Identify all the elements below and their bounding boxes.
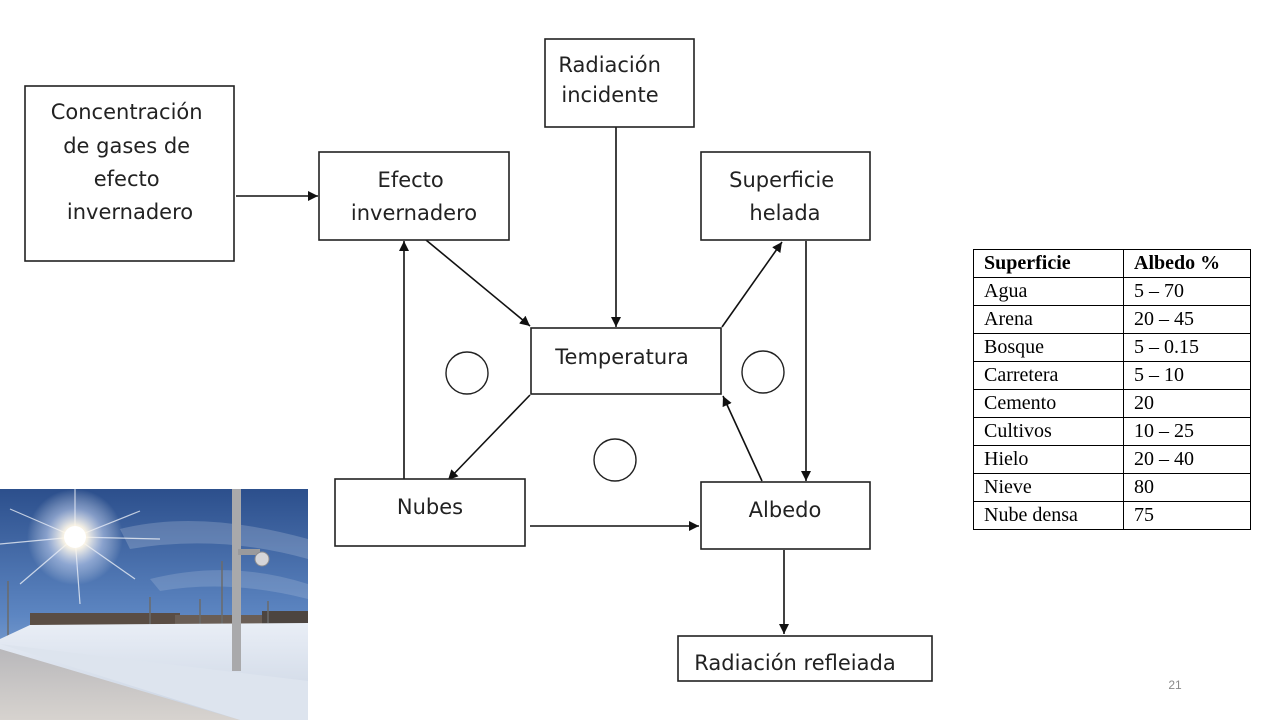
table-cell: 10 – 25 [1123, 417, 1251, 446]
label-temperatura: Temperatura [554, 345, 688, 369]
building [262, 611, 308, 627]
label-line: Superficie [729, 168, 834, 192]
box-radiacion-incidente [544, 38, 695, 128]
lamp-pole [232, 489, 241, 671]
street-lamps [7, 561, 269, 639]
table-cell: Cemento [973, 389, 1124, 418]
snowbank [0, 644, 308, 720]
box-nubes [334, 478, 526, 547]
column-header-superficie: Superficie [973, 249, 1124, 278]
table-cell: 75 [1123, 501, 1251, 530]
cloud-streak [120, 521, 308, 559]
label-efecto: Efecto invernadero [351, 168, 477, 225]
label-line: Efecto [378, 168, 444, 192]
page-number: 21 [1168, 678, 1182, 692]
table-cell: 20 – 40 [1123, 445, 1251, 474]
table-cell: Cultivos [973, 417, 1124, 446]
snow-scene-photo [0, 489, 308, 720]
loop-circle-left [445, 351, 489, 395]
label-nubes: Nubes [397, 495, 463, 519]
label-radiacion-reflejada: Radiación refleiada [694, 651, 895, 675]
table-cell: Nieve [973, 473, 1124, 502]
box-superficie-helada [700, 151, 871, 241]
table-cell: 5 – 0.15 [1123, 333, 1251, 362]
table-cell: Hielo [973, 445, 1124, 474]
label-line: de gases de [63, 134, 190, 158]
table-cell: 80 [1123, 473, 1251, 502]
box-radiacion-reflejada [677, 635, 933, 682]
label-radiacion-incidente: Radiación incidente [558, 53, 667, 107]
table-header-row: Superficie Albedo % [973, 249, 1251, 278]
label-line: invernadero [351, 201, 477, 225]
label-albedo: Albedo [749, 498, 822, 522]
arrow-efecto-to-temperatura [425, 239, 531, 327]
road [0, 649, 240, 720]
label-line: Radiación [558, 53, 661, 77]
table-cell: Agua [973, 277, 1124, 306]
arrow-albedo-to-temperatura [722, 395, 763, 482]
label-line: incidente [561, 83, 658, 107]
box-concentracion-gases [24, 85, 235, 262]
table-cell: 5 – 70 [1123, 277, 1251, 306]
table-cell: 20 [1123, 389, 1251, 418]
label-concentracion: Concentración de gases de efecto inverna… [51, 100, 210, 224]
table-cell: Carretera [973, 361, 1124, 390]
table-cell: Arena [973, 305, 1124, 334]
loop-circle-bottom [593, 438, 637, 482]
sun-core [64, 526, 86, 548]
box-temperatura [530, 327, 722, 395]
label-line: invernadero [67, 200, 193, 224]
cloud-streak [150, 570, 308, 599]
loop-circle-right [741, 350, 785, 394]
label-line: helada [749, 201, 820, 225]
label-line: Concentración [51, 100, 203, 124]
snow-scene-illustration [0, 489, 308, 720]
camera-icon [254, 551, 270, 567]
table-cell: 5 – 10 [1123, 361, 1251, 390]
box-albedo [700, 481, 871, 550]
arrow-temperatura-to-nubes [447, 394, 531, 481]
box-efecto-invernadero [318, 151, 510, 241]
table-cell: Nube densa [973, 501, 1124, 530]
label-superficie: Superficie helada [729, 168, 841, 225]
table-cell: 20 – 45 [1123, 305, 1251, 334]
camera-arm [238, 549, 260, 555]
column-header-albedo: Albedo % [1123, 249, 1251, 278]
arrow-temperatura-to-superficie [721, 241, 783, 328]
label-line: efecto [94, 167, 160, 191]
table-cell: Bosque [973, 333, 1124, 362]
